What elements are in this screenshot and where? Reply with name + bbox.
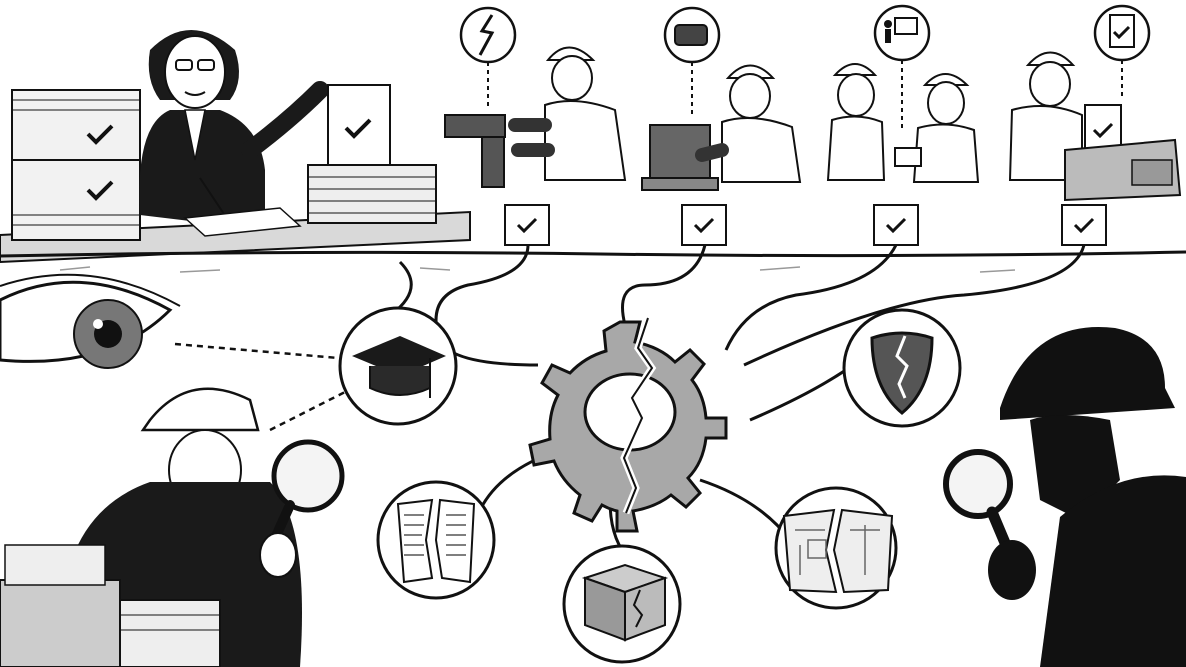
cause-procedures (376, 480, 496, 600)
file-box (0, 544, 221, 667)
cause-training (338, 306, 458, 426)
checked-folder-icon (504, 204, 550, 246)
worker-trainee (894, 73, 980, 183)
bottom-panel (0, 244, 1186, 667)
paper-stack-right (307, 164, 437, 224)
lightning-crack-icon (459, 6, 517, 64)
supervisor-desk-scene (0, 30, 471, 264)
field-step-training-briefing (826, 4, 980, 246)
pipe (444, 114, 506, 138)
worker-trainer (826, 63, 886, 181)
checked-folder-icon (873, 204, 919, 246)
field-step-pump-maintenance (641, 6, 802, 246)
damaged-box-icon (581, 563, 669, 642)
cause-safety (842, 308, 962, 428)
graduation-cap-icon (352, 336, 446, 398)
watching-eye-icon (0, 273, 346, 432)
ground-line (0, 250, 1186, 258)
worker-mechanic (695, 64, 802, 183)
cause-materials (562, 544, 682, 664)
cracked-shield-icon (870, 331, 934, 415)
supervisor-woman (139, 30, 329, 237)
silhouette-inspector-with-magnifier (943, 327, 1186, 667)
magnifier-icon (943, 449, 1013, 519)
magnifier-icon (271, 439, 345, 513)
worker-plumber (508, 46, 627, 181)
approved-folder (327, 84, 391, 166)
broken-gear-icon (528, 316, 728, 533)
field-step-pipe-repair (444, 6, 627, 246)
field-step-record-filing (1008, 4, 1182, 246)
torn-document-icon (396, 498, 476, 584)
cause-design (774, 486, 898, 610)
binder-stack-left (11, 89, 141, 241)
filing-cabinet (1064, 138, 1182, 202)
check-icon (86, 124, 114, 145)
checked-folder-icon (681, 204, 727, 246)
check-icon (86, 180, 114, 201)
checked-folder-icon (1061, 204, 1107, 246)
investigator-with-magnifier (0, 387, 345, 667)
top-panel (0, 4, 1182, 264)
check-icon (344, 118, 372, 139)
torn-blueprint-icon (782, 508, 894, 594)
